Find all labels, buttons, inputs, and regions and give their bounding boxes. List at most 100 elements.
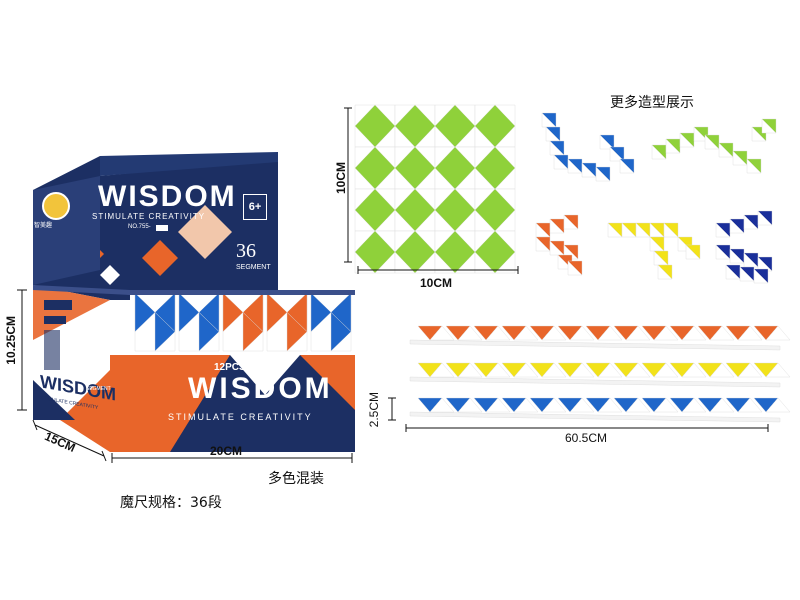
dark-blue-shape xyxy=(729,248,745,264)
orange-shape xyxy=(549,240,565,256)
blue-strip xyxy=(597,397,623,413)
strips-graphic xyxy=(409,325,791,423)
green-wave-shape xyxy=(751,126,767,142)
blue-snake-shape xyxy=(619,158,635,174)
green-wave-shape xyxy=(651,144,667,160)
yellow-strip xyxy=(681,362,707,378)
yellow-strip xyxy=(709,362,735,378)
strip-height-label: 2.5CM xyxy=(367,392,381,428)
blue-snake-shape xyxy=(567,158,583,174)
boxed-cube xyxy=(222,292,244,333)
boxed-cube xyxy=(310,292,332,333)
segment-label: SEGMENT xyxy=(236,264,271,271)
blue-strip xyxy=(681,397,707,413)
yellow-strip xyxy=(485,362,511,378)
pack-count: 12PCS xyxy=(214,362,246,373)
square-height-label: 10CM xyxy=(334,162,348,195)
brand-logo xyxy=(42,192,70,220)
yellow-strip xyxy=(429,362,455,378)
boxed-cube xyxy=(286,311,308,352)
blue-strip xyxy=(485,397,511,413)
green-wave-shape xyxy=(679,132,695,148)
blue-snake-shape xyxy=(595,166,611,182)
dark-blue-shape xyxy=(715,244,731,260)
blue-strip xyxy=(765,397,791,413)
spec-note: 魔尺规格：36段 xyxy=(120,495,222,511)
yellow-shape xyxy=(635,222,651,238)
age-badge: 6+ xyxy=(243,194,267,220)
blue-strip xyxy=(737,397,763,413)
orange-shape xyxy=(535,236,551,252)
dark-blue-shape xyxy=(729,218,745,234)
boxed-cube xyxy=(178,292,200,333)
dark-blue-shape xyxy=(743,214,759,230)
blue-strip xyxy=(653,397,679,413)
dark-blue-shape xyxy=(739,266,755,282)
square-segment xyxy=(434,230,476,274)
box-width-label: 20CM xyxy=(210,444,243,458)
yellow-strip xyxy=(625,362,651,378)
strip-length-label: 60.5CM xyxy=(565,431,608,445)
boxed-cube xyxy=(242,311,264,352)
blue-strip xyxy=(429,397,455,413)
orange-strip xyxy=(569,325,595,341)
boxed-cube xyxy=(134,292,156,333)
shape-examples xyxy=(530,105,790,295)
green-wave-shape xyxy=(761,118,777,134)
yellow-strip xyxy=(737,362,763,378)
yellow-strip xyxy=(513,362,539,378)
orange-strip xyxy=(513,325,539,341)
dark-blue-shape xyxy=(753,268,769,284)
green-wave-shape xyxy=(693,126,709,142)
yellow-strip xyxy=(569,362,595,378)
mixed-colors-note: 多色混装 xyxy=(268,471,324,487)
green-wave-shape xyxy=(732,150,748,166)
blue-snake-shape xyxy=(599,134,615,150)
square-segment xyxy=(354,230,396,274)
orange-shape xyxy=(567,260,583,276)
boxed-cube xyxy=(266,292,288,333)
orange-strip xyxy=(541,325,567,341)
blue-strip xyxy=(513,397,539,413)
yellow-strip xyxy=(597,362,623,378)
orange-strip xyxy=(681,325,707,341)
more-shapes-title: 更多造型展示 xyxy=(610,95,694,111)
orange-strip xyxy=(625,325,651,341)
blue-strip xyxy=(625,397,651,413)
yellow-shape xyxy=(607,222,623,238)
orange-strip xyxy=(765,325,791,341)
green-wave-shape xyxy=(704,134,720,150)
square-shape-display xyxy=(330,95,530,295)
square-segment xyxy=(474,230,516,274)
blue-strip xyxy=(457,397,483,413)
yellow-shape xyxy=(663,222,679,238)
yellow-shape xyxy=(685,244,701,260)
front-brand-tagline: STIMULATE CREATIVITY xyxy=(168,412,313,422)
square-segment xyxy=(394,230,436,274)
box-dimension-lines xyxy=(17,289,353,463)
boxed-cube xyxy=(154,311,176,352)
green-wave-shape xyxy=(718,142,734,158)
dark-blue-shape xyxy=(757,210,773,226)
orange-strip xyxy=(737,325,763,341)
boxed-cube xyxy=(330,311,352,352)
dark-blue-shape xyxy=(715,222,731,238)
box-height-label: 10.25CM xyxy=(4,316,18,365)
orange-strip xyxy=(429,325,455,341)
back-brand-tagline: STIMULATE CREATIVITY xyxy=(92,212,206,221)
yellow-strip xyxy=(653,362,679,378)
side-segment-label: SEGMENT xyxy=(86,386,111,392)
yellow-shape xyxy=(657,264,673,280)
blue-snake-shape xyxy=(553,154,569,170)
yellow-shape xyxy=(621,222,637,238)
orange-strip xyxy=(457,325,483,341)
orange-shape xyxy=(549,218,565,234)
boxed-cube xyxy=(198,311,220,352)
shape-examples-graphic xyxy=(535,112,777,284)
yellow-strip xyxy=(457,362,483,378)
green-square-graphic xyxy=(354,104,516,274)
side-segment-count: 36 xyxy=(88,368,102,383)
blue-snake-shape xyxy=(609,146,625,162)
strip-display xyxy=(400,318,800,428)
blue-snake-shape xyxy=(581,162,597,178)
